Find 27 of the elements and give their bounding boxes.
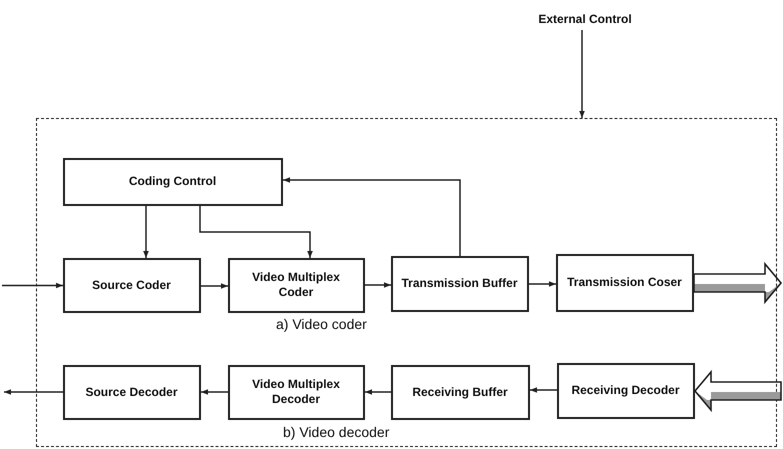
input-label: External Control [537,12,633,26]
arrow [201,389,228,395]
arrow [365,389,391,395]
caption: a) Video coder [276,316,367,332]
process-box: Transmission Coser [556,254,694,312]
arrow [199,206,313,258]
process-box: Coding Control [62,158,282,206]
process-box: Transmission Buffer [390,256,528,312]
process-box: Video Multiplex Coder [228,258,364,312]
process-box: Video Multiplex Decoder [228,364,364,420]
arrow [4,389,63,395]
arrow [530,387,557,393]
arrow [201,283,228,289]
block-arrow [693,262,782,304]
caption: b) Video decoder [283,424,390,440]
arrow [579,30,585,118]
process-box: Receiving Buffer [390,364,530,420]
arrow [283,177,461,256]
block-arrow [694,370,782,412]
arrow [365,282,391,288]
process-box: Source Decoder [62,364,200,420]
process-box: Receiving Decoder [556,362,694,418]
arrow [143,206,149,258]
arrow [2,282,63,288]
process-box: Source Coder [62,258,200,312]
arrow [529,281,556,287]
system-boundary [36,118,777,447]
